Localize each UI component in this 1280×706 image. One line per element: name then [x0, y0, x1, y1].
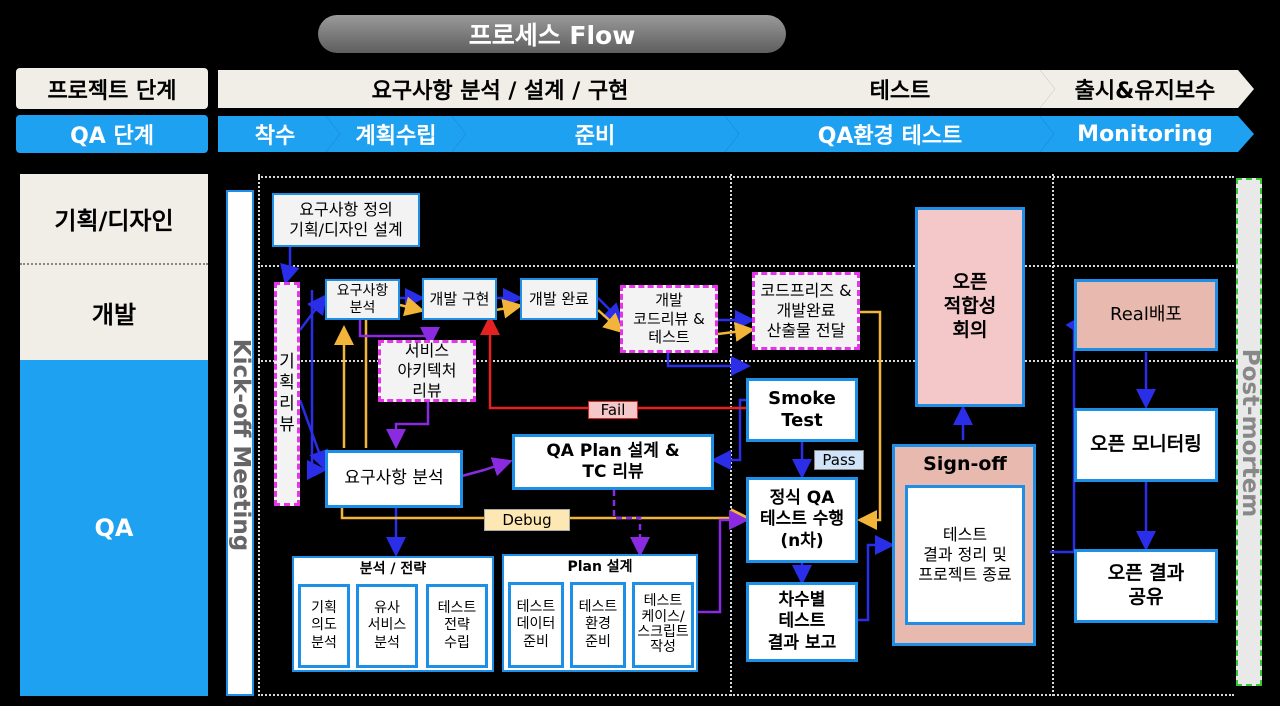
- chevron-test: [738, 70, 1055, 108]
- chevron-prepare: [452, 116, 739, 152]
- qa-stage-start: 착수: [254, 124, 296, 149]
- page-title: 프로세스 Flow: [318, 15, 786, 53]
- box-real-deploy: Real배포: [1074, 279, 1218, 351]
- box-plan-review: 기 획 리 뷰: [274, 282, 300, 506]
- project-stage-label: 프로젝트 단계: [16, 68, 208, 109]
- grid-line: [258, 174, 260, 696]
- stage-requirements-label: 요구사항 분석 / 설계 / 구현: [371, 79, 629, 104]
- tag-pass: Pass: [814, 450, 864, 470]
- item-test-env: 테스트 환경 준비: [570, 582, 626, 668]
- tag-debug: Debug: [484, 509, 570, 531]
- grid-line: [730, 174, 732, 696]
- box-formal-qa-test: 정식 QA 테스트 수행 (n차): [746, 477, 858, 563]
- item-similar-service: 유사 서비스 분석: [356, 584, 418, 668]
- qa-stage-label: QA 단계: [16, 115, 208, 153]
- box-dev-implementation: 개발 구현: [422, 278, 497, 320]
- grid-line: [258, 265, 1234, 267]
- box-requirements-definition: 요구사항 정의 기획/디자인 설계: [272, 193, 420, 247]
- postmortem-bar: Post-mortem: [1236, 178, 1263, 686]
- signoff-title: Sign-off: [923, 453, 1007, 476]
- box-open-monitoring: 오픈 모니터링: [1074, 408, 1218, 482]
- chevron-monitoring: [1040, 116, 1254, 152]
- box-smoke-test: Smoke Test: [746, 378, 858, 442]
- box-dev-complete: 개발 완료: [520, 278, 598, 320]
- box-signoff: Sign-off 테스트 결과 정리 및 프로젝트 종료: [892, 444, 1036, 646]
- chevron-requirements: [218, 70, 755, 108]
- kickoff-bar: Kick-off Meeting: [226, 190, 254, 696]
- tag-fail: Fail: [588, 401, 638, 419]
- group-analysis-strategy: 분석 / 전략 기획 의도 분석 유사 서비스 분석 테스트 전략 수립: [292, 556, 494, 672]
- grid-line: [1052, 174, 1054, 696]
- box-req-analysis-dev: 요구사항 분석: [325, 279, 400, 320]
- item-test-data: 테스트 데이터 준비: [508, 582, 564, 668]
- box-req-analysis-qa: 요구사항 분석: [325, 450, 463, 508]
- box-code-review-test: 개발 코드리뷰 & 테스트: [620, 285, 718, 353]
- lane-planning-design: 기획/디자인: [20, 174, 208, 265]
- chevron-release: [1040, 70, 1254, 108]
- chevron-plan: [326, 116, 466, 152]
- grid-line: [258, 176, 1234, 178]
- group-plan-design: Plan 설계 테스트 데이터 준비 테스트 환경 준비 테스트 케이스/ 스크…: [502, 554, 698, 672]
- lane-development: 개발: [20, 265, 208, 360]
- chevron-start: [218, 116, 340, 152]
- qa-stage-qa-env: QA환경 테스트: [817, 124, 963, 149]
- box-code-freeze: 코드프리즈 & 개발완료 산출물 전달: [752, 272, 860, 350]
- lane-qa: QA: [20, 360, 208, 696]
- box-open-result-share: 오픈 결과 공유: [1074, 549, 1218, 623]
- qa-stage-monitoring: Monitoring: [1077, 121, 1213, 147]
- qa-stage-prepare: 준비: [574, 124, 616, 149]
- group-analysis-title: 분석 / 전략: [359, 561, 427, 578]
- item-intent-analysis: 기획 의도 분석: [298, 584, 350, 668]
- group-plan-title: Plan 설계: [567, 559, 633, 576]
- stage-release-label: 출시&유지보수: [1074, 79, 1216, 104]
- chevron-qa-env: [725, 116, 1054, 152]
- box-qa-plan: QA Plan 설계 & TC 리뷰: [512, 434, 714, 490]
- box-architecture-review: 서비스 아키텍처 리뷰: [378, 340, 476, 402]
- qa-stage-plan: 계획수립: [355, 124, 437, 149]
- item-test-strategy: 테스트 전략 수립: [426, 584, 488, 668]
- item-test-case: 테스트 케이스/ 스크립트 작성: [632, 582, 694, 668]
- box-round-report: 차수별 테스트 결과 보고: [746, 582, 858, 662]
- stage-test-label: 테스트: [869, 79, 931, 104]
- grid-line: [258, 694, 1234, 696]
- signoff-body: 테스트 결과 정리 및 프로젝트 종료: [905, 485, 1025, 625]
- box-open-meeting: 오픈 적합성 회의: [915, 207, 1025, 407]
